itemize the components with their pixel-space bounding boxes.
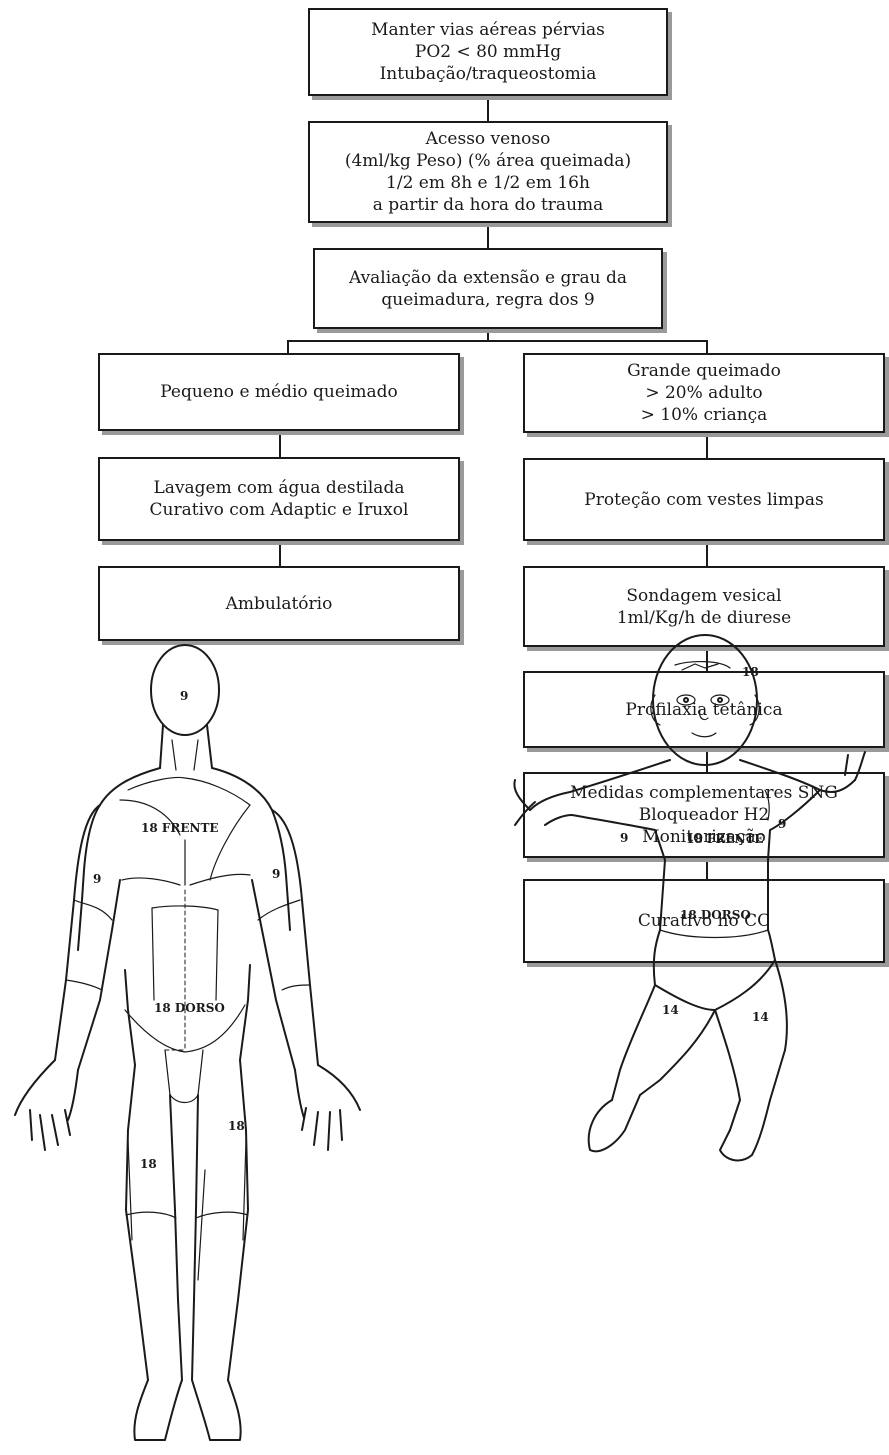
complementary-line: Monitorização	[642, 827, 766, 847]
adult-right-leg-label: 18	[228, 1119, 245, 1133]
connector	[706, 857, 708, 879]
child-body-figure: 18 9 9 18 FRENTE 18 DORSO 14 14	[513, 634, 866, 1162]
adult-head-label: 9	[180, 689, 188, 703]
connector	[287, 340, 289, 353]
airway-line: PO2 < 80 mmHg	[414, 42, 562, 62]
cc-dressing-label: Curativo no CC	[637, 911, 771, 931]
child-front-label: 18 FRENTE	[686, 832, 764, 846]
adult-front-label: 18 FRENTE	[141, 821, 219, 835]
child-right-leg-label: 14	[752, 1010, 769, 1024]
child-head	[652, 634, 758, 766]
adult-right-arm-label: 9	[272, 867, 280, 881]
washing-line: Curativo com Adaptic e Iruxol	[149, 500, 409, 520]
adult-left-arm-label: 9	[93, 872, 101, 886]
washing-box: Lavagem com água destilada Curativo com …	[98, 457, 460, 541]
venous-line: (4ml/kg Peso) (% área queimada)	[344, 151, 632, 171]
venous-line: a partir da hora do trauma	[372, 195, 604, 215]
venous-line: 1/2 em 8h e 1/2 em 16h	[386, 173, 590, 193]
connector	[279, 540, 281, 566]
assessment-line: Avaliação da extensão e grau da	[348, 267, 628, 288]
major-burn-box: Grande queimado > 20% adulto > 10% crian…	[523, 353, 885, 433]
connector	[706, 432, 708, 458]
protection-box: Proteção com vestes limpas	[523, 458, 885, 541]
protection-label: Proteção com vestes limpas	[584, 489, 824, 510]
child-left-leg-label: 14	[662, 1003, 679, 1017]
child-right-arm-label: 9	[778, 817, 786, 831]
adult-back-label: 18 DORSO	[154, 1001, 225, 1015]
catheter-line: Sondagem vesical	[626, 585, 782, 606]
airway-line: Intubação/traqueostomia	[379, 64, 597, 84]
outpatient-box: Ambulatório	[98, 566, 460, 641]
adult-head	[150, 644, 220, 736]
connector	[706, 540, 708, 566]
small-medium-label: Pequeno e médio queimado	[160, 382, 398, 402]
catheter-box: Sondagem vesical 1ml/Kg/h de diurese	[523, 566, 885, 647]
branch-connector	[287, 340, 708, 342]
assessment-line: queimadura, regra dos 9	[381, 289, 595, 310]
airway-line: Manter vias aéreas pérvias	[371, 20, 605, 40]
washing-line: Lavagem com água destilada	[153, 478, 405, 498]
major-line: > 20% adulto	[645, 383, 763, 403]
tetanus-box: Profilaxia tetânica	[523, 671, 885, 748]
venous-access-box: Acesso venoso (4ml/kg Peso) (% área quei…	[308, 121, 668, 223]
complementary-line: Bloqueador H2	[638, 805, 770, 825]
complementary-line: Medidas complementares SNG	[570, 783, 838, 803]
connector	[706, 646, 708, 671]
assessment-box: Avaliação da extensão e grau da queimadu…	[313, 248, 663, 329]
connector	[487, 328, 489, 341]
connector	[706, 747, 708, 772]
major-line: > 10% criança	[640, 405, 768, 425]
venous-line: Acesso venoso	[425, 129, 551, 149]
connector	[487, 95, 489, 121]
major-line: Grande queimado	[627, 361, 781, 381]
connector	[487, 222, 489, 248]
adult-left-leg-label: 18	[140, 1157, 157, 1171]
catheter-line: 1ml/Kg/h de diurese	[616, 607, 792, 628]
child-back-label: 18 DORSO	[680, 908, 751, 922]
outpatient-label: Ambulatório	[225, 593, 333, 614]
airway-box: Manter vias aéreas pérvias PO2 < 80 mmHg…	[308, 8, 668, 96]
connector	[279, 430, 281, 457]
child-left-arm-label: 9	[620, 831, 628, 845]
complementary-box: Medidas complementares SNG Bloqueador H2…	[523, 772, 885, 858]
child-head-label: 18	[742, 665, 759, 679]
small-medium-burn-box: Pequeno e médio queimado	[98, 353, 460, 431]
tetanus-label: Profilaxia tetânica	[625, 699, 783, 720]
connector	[706, 340, 708, 353]
cc-dressing-box: Curativo no CC	[523, 879, 885, 963]
